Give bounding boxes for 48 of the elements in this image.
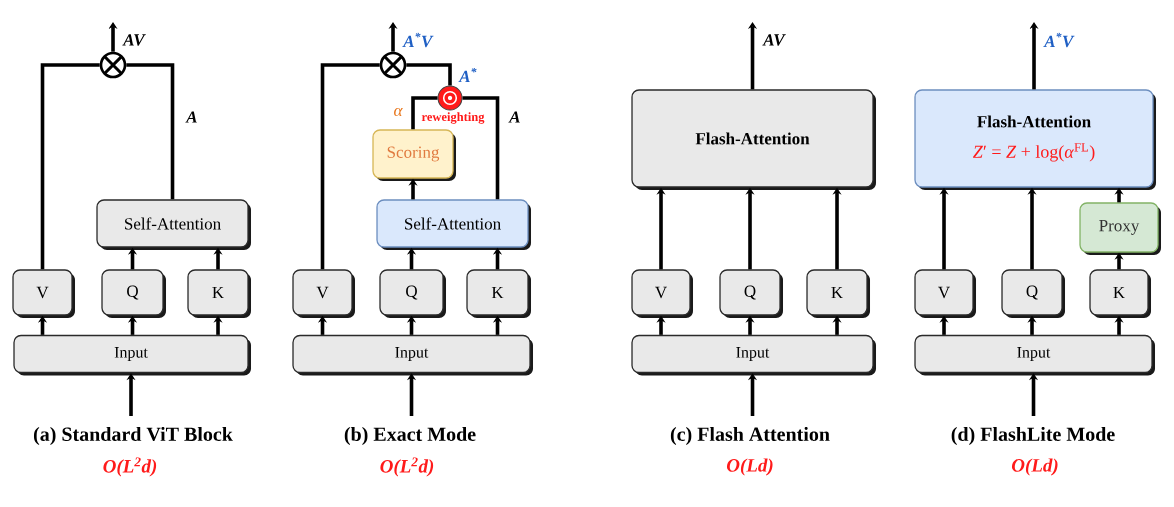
- multiply-symbol: [379, 51, 407, 79]
- process-box: Scoring: [372, 129, 456, 181]
- connector-line: [462, 96, 500, 200]
- process-box: Q: [1001, 269, 1065, 318]
- process-box: Proxy: [1079, 202, 1161, 255]
- process-box: V: [631, 269, 693, 318]
- panel-caption: (a) Standard ViT Block: [33, 426, 233, 446]
- process-box: Q: [719, 269, 783, 318]
- process-box: Input: [13, 334, 251, 376]
- edge-label: A$^{*}$V: [402, 31, 434, 49]
- edge-label: A: [508, 110, 522, 124]
- edge-label: A: [185, 110, 199, 124]
- connector-line: [126, 63, 175, 200]
- connector-line: [40, 63, 100, 270]
- process-box: Input: [631, 334, 876, 376]
- process-box: V: [914, 269, 976, 318]
- complexity-label: O(L$^{2}$d): [380, 457, 434, 477]
- complexity-label: O(Ld): [1011, 458, 1058, 476]
- edge-label: AV: [762, 33, 786, 47]
- process-box: Flash-Attention Z′ = Z + log(α$^{FL}$): [914, 89, 1156, 190]
- complexity-label: O(Ld): [726, 458, 773, 476]
- multiply-symbol: [99, 51, 127, 79]
- edge-label: α: [392, 106, 404, 118]
- edge-label: AV: [122, 33, 146, 47]
- connector-line: [320, 63, 380, 270]
- complexity-label: O(L$^{2}$d): [103, 457, 157, 477]
- process-box: K: [187, 269, 251, 318]
- process-box: K: [1089, 269, 1151, 318]
- panel-caption: (c) Flash Attention: [670, 426, 830, 446]
- process-box: Flash-Attention: [631, 89, 876, 190]
- process-box: Self-Attention: [96, 199, 251, 250]
- panel-caption: (b) Exact Mode: [344, 426, 476, 446]
- connector-line: [406, 63, 452, 86]
- process-box: V: [292, 269, 355, 318]
- edge-label: A$^{*}$V: [1043, 31, 1075, 49]
- process-box: Q: [379, 269, 446, 318]
- process-box: Input: [292, 334, 533, 376]
- process-box: Q: [101, 269, 166, 318]
- circled-dot-symbol: [437, 85, 463, 111]
- symbol-label: reweighting: [420, 111, 486, 125]
- process-box: K: [806, 269, 870, 318]
- process-box: K: [466, 269, 531, 318]
- process-box: Input: [914, 334, 1155, 376]
- panel-caption: (d) FlashLite Mode: [951, 426, 1115, 446]
- connector-line: [411, 96, 438, 130]
- process-box: V: [12, 269, 75, 318]
- process-box: Self-Attention: [376, 199, 531, 250]
- edge-label: A$^{*}$: [458, 66, 478, 84]
